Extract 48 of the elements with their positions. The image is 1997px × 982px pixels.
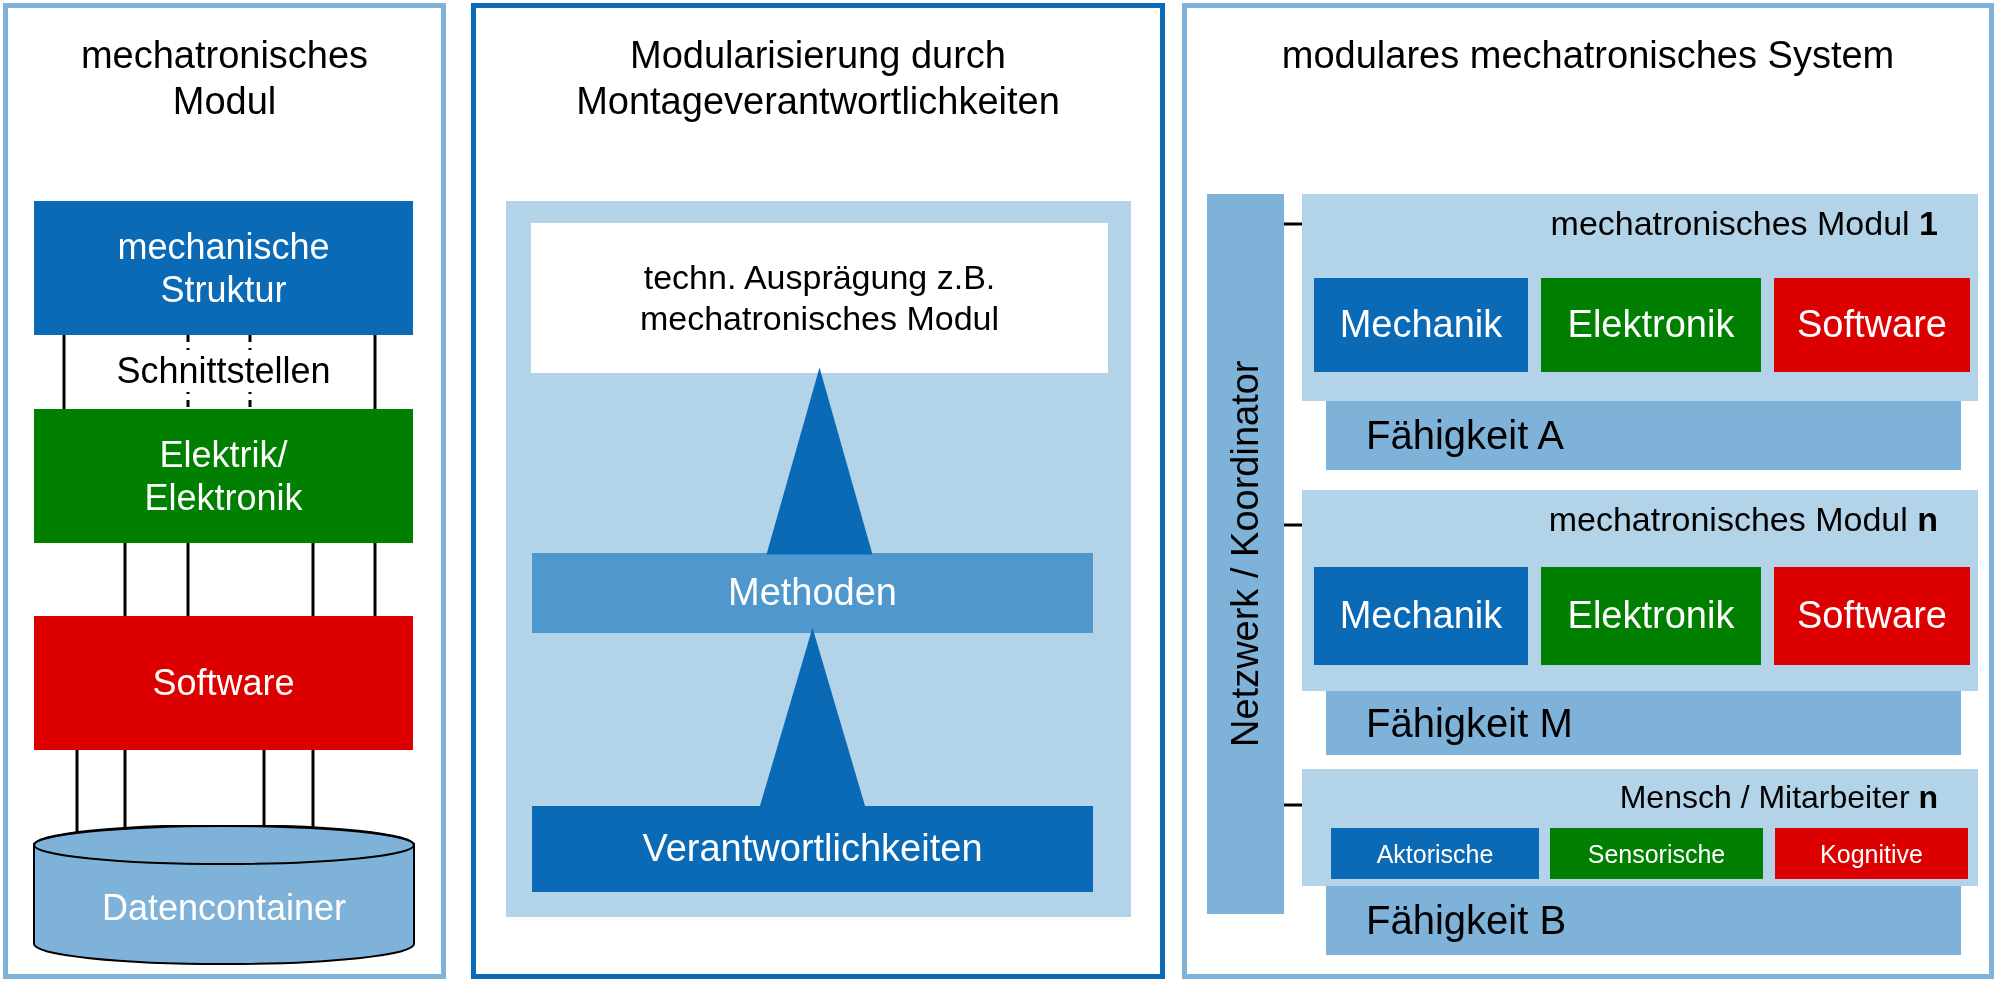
connector-line — [1284, 803, 1302, 807]
component-block: Software — [1774, 278, 1970, 372]
connector-line — [186, 543, 190, 616]
text-box: techn. Ausprägung z.B. mechatronisches Modul — [531, 223, 1108, 373]
component-block: Software — [1774, 567, 1970, 665]
connector-line — [123, 543, 127, 616]
panel — [3, 3, 446, 979]
module-heading: Mensch / Mitarbeiter n — [1619, 779, 1938, 816]
arrow-triangle — [766, 367, 873, 555]
component-block: Mechanik — [1314, 278, 1528, 372]
connector-line — [1284, 222, 1302, 226]
database-cylinder — [32, 825, 416, 965]
coordinator-bar: Netzwerk / Koordinator — [1207, 194, 1284, 914]
connector-line — [1284, 523, 1302, 527]
connector-line — [75, 750, 79, 833]
panel — [471, 3, 1165, 979]
capability-bar: Fähigkeit B — [1326, 886, 1961, 955]
component-block: Mechanik — [1314, 567, 1528, 665]
ability-block: Sensorische — [1550, 828, 1763, 879]
connector-line — [262, 750, 266, 827]
layer-block: Elektrik/ Elektronik — [34, 409, 413, 543]
panel-heading: mechatronisches Modul — [79, 33, 370, 125]
component-block: Elektronik — [1541, 567, 1761, 665]
connector-line — [123, 750, 127, 829]
ability-block: Aktorische — [1331, 828, 1539, 879]
panel — [1182, 3, 1994, 979]
module-heading: mechatronisches Modul n — [1548, 500, 1938, 539]
connector-line — [373, 543, 377, 616]
layer-block: mechanische Struktur — [34, 201, 413, 335]
layer-block: Software — [34, 616, 413, 750]
module-heading: mechatronisches Modul 1 — [1550, 204, 1938, 243]
component-block: Elektronik — [1541, 278, 1761, 372]
capability-bar: Fähigkeit A — [1326, 401, 1961, 470]
worker-box — [1302, 769, 1978, 886]
module-box — [1302, 194, 1978, 401]
capability-bar: Fähigkeit M — [1326, 691, 1961, 755]
arrow-triangle — [759, 627, 866, 808]
connector-line — [311, 750, 315, 829]
connector-line — [373, 335, 377, 409]
connector-line — [62, 335, 66, 409]
ability-block: Kognitive — [1775, 828, 1968, 879]
module-box — [1302, 490, 1978, 691]
method-bar: Methoden — [532, 553, 1093, 633]
connector-line — [311, 543, 315, 616]
cylinder-label: Datencontainer — [100, 887, 348, 929]
background-box — [506, 201, 1131, 917]
panel-heading: modulares mechatronisches System — [1280, 33, 1896, 78]
panel-heading: Modularisierung durch Montageverantwortlichkeiten — [575, 33, 1061, 125]
